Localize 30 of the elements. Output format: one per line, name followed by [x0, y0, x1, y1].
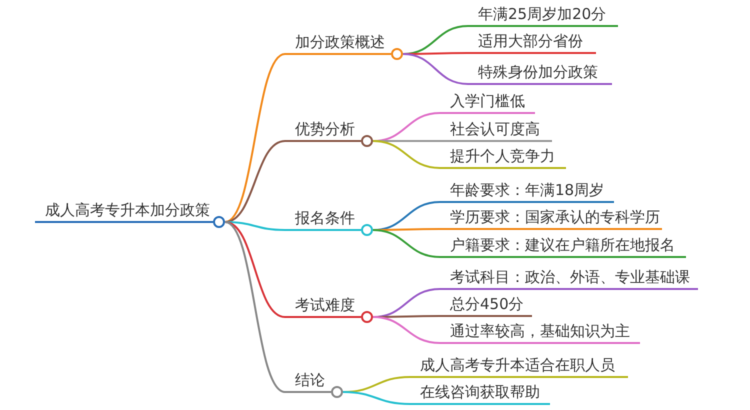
leaf-topic: 总分450分 [440, 292, 532, 322]
branch-topic: 结论 [285, 368, 343, 398]
leaf-topic: 学历要求：国家承认的专科学历 [440, 205, 662, 235]
leaf-topic: 年满25周岁加20分 [468, 2, 618, 32]
branch-line [372, 229, 440, 258]
branch-topic: 优势分析 [285, 117, 373, 147]
leaf-topic: 考试科目：政治、外语、专业基础课 [440, 265, 698, 295]
branch-line [224, 221, 286, 393]
branch-topic: 成人高考专升本加分政策 [35, 198, 225, 228]
leaf-topic: 通过率较高，基础知识为主 [440, 319, 640, 349]
leaf-topic: 适用大部分省份 [468, 29, 596, 59]
branch-topic: 考试难度 [285, 293, 373, 323]
leaf-topic: 提升个人竞争力 [440, 144, 566, 174]
leaf-topic: 入学门槛低 [440, 89, 535, 119]
branch-topic: 加分政策概述 [285, 30, 403, 60]
branch-line [224, 53, 286, 223]
branch-line [224, 221, 286, 231]
branch-line [372, 140, 440, 169]
branch-topic: 报名条件 [285, 206, 373, 236]
branch-line [224, 140, 286, 223]
leaf-topic: 成人高考专升本适合在职人员 [410, 353, 628, 383]
leaf-topic: 户籍要求：建议在户籍所在地报名 [440, 233, 686, 263]
branch-line [224, 221, 286, 318]
branch-line [402, 53, 468, 85]
branch-line [342, 391, 410, 405]
branch-line [372, 316, 440, 344]
leaf-topic: 特殊身份加分政策 [468, 60, 612, 90]
leaf-topic: 在线咨询获取帮助 [410, 380, 550, 410]
leaf-topic: 年龄要求：年满18周岁 [440, 178, 614, 208]
leaf-topic: 社会认可度高 [440, 117, 552, 147]
